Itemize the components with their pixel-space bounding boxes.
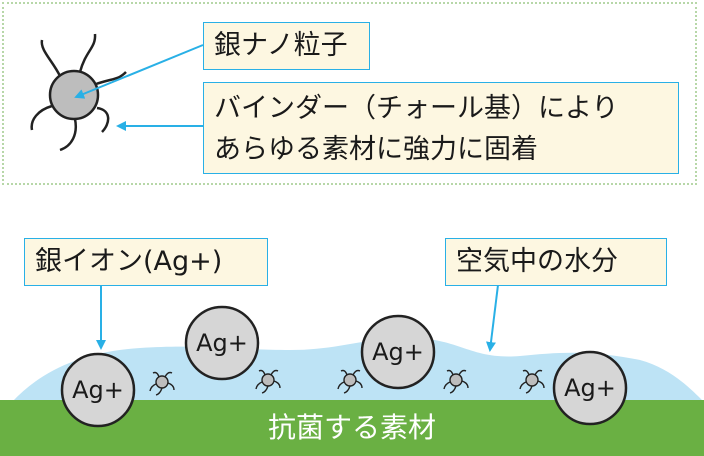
silver-ion-callout: 銀イオン(Ag+) (24, 238, 268, 286)
nanoparticle-legend-icon (30, 33, 127, 152)
silver-ion-label: Ag+ (372, 338, 424, 366)
air-moisture-arrow (486, 284, 499, 352)
binder-text-line1: バインダー（チォール基）により (214, 93, 619, 124)
binder-callout: バインダー（チォール基）により あらゆる素材に強力に固着 (203, 82, 679, 174)
binder-text-line2: あらゆる素材に強力に固着 (214, 134, 538, 165)
silver-ion: Ag+ (184, 305, 260, 381)
silver-ion-label: Ag+ (564, 374, 616, 402)
silver-ion: Ag+ (360, 314, 436, 390)
legend-frame (2, 2, 697, 185)
air-moisture-callout: 空気中の水分 (445, 238, 667, 286)
silver-ion: Ag+ (60, 352, 136, 428)
silver-ion-callout-label: 銀イオン(Ag+) (35, 246, 223, 277)
nanoparticle-callout: 銀ナノ粒子 (203, 22, 370, 70)
surface-label: 抗菌する素材 (267, 411, 436, 444)
silver-ion: Ag+ (552, 350, 628, 426)
nanoparticle-arrow (74, 44, 204, 99)
nanoparticle-label: 銀ナノ粒子 (214, 30, 348, 61)
silver-ion-label: Ag+ (72, 376, 124, 404)
air-moisture-label: 空気中の水分 (456, 246, 618, 277)
silver-ion-label: Ag+ (196, 329, 248, 357)
